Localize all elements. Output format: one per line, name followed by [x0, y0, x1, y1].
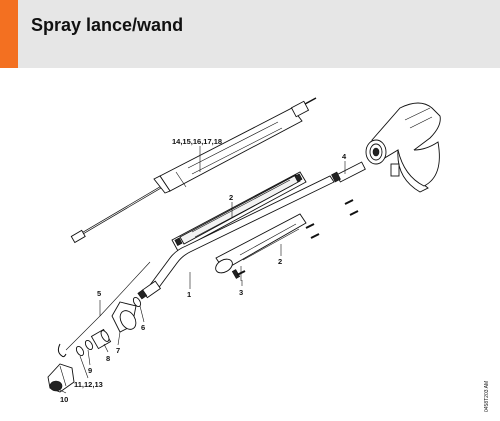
- label-lance-assembly: 14,15,16,17,18: [172, 137, 222, 146]
- label-nozzle-set: 11,12,13: [74, 380, 103, 389]
- screws: [236, 266, 246, 281]
- leader-lines: [59, 146, 346, 394]
- oring: [75, 339, 94, 357]
- screws-upper: [305, 199, 359, 239]
- nozzle-cap: [47, 363, 75, 393]
- label-screws: 3: [239, 288, 243, 297]
- shroud-top: [171, 171, 307, 252]
- nozzle-body: [111, 301, 137, 333]
- exploded-diagram: 14,15,16,17,18 2 2 4 3 1 5 6 7 8 9 10 11…: [47, 97, 490, 412]
- adapter: [90, 328, 112, 350]
- label-shroud-bottom: 2: [278, 257, 282, 266]
- seal: [132, 296, 142, 308]
- label-connector: 4: [342, 152, 347, 161]
- label-nozzle-kit: 5: [97, 289, 101, 298]
- wand: [137, 175, 335, 300]
- page-title: Spray lance/wand: [31, 15, 184, 35]
- clip: [57, 343, 67, 358]
- label-adapter-8: 8: [106, 354, 110, 363]
- label-oring-9: 9: [88, 366, 92, 375]
- lance-assembly: [70, 97, 317, 244]
- label-shroud-top: 2: [229, 193, 233, 202]
- label-oring-7: 7: [116, 346, 120, 355]
- label-nozzle-cap: 10: [60, 395, 68, 404]
- header-bar: Spray lance/wand: [0, 0, 500, 68]
- label-seal: 6: [141, 323, 145, 332]
- label-wand: 1: [187, 290, 191, 299]
- drawing-code: 0458T203 AM: [484, 381, 490, 412]
- orange-accent-bar: [0, 0, 18, 68]
- shroud-bottom: [215, 213, 307, 279]
- connector: [331, 161, 366, 183]
- trigger-gun: [365, 102, 441, 193]
